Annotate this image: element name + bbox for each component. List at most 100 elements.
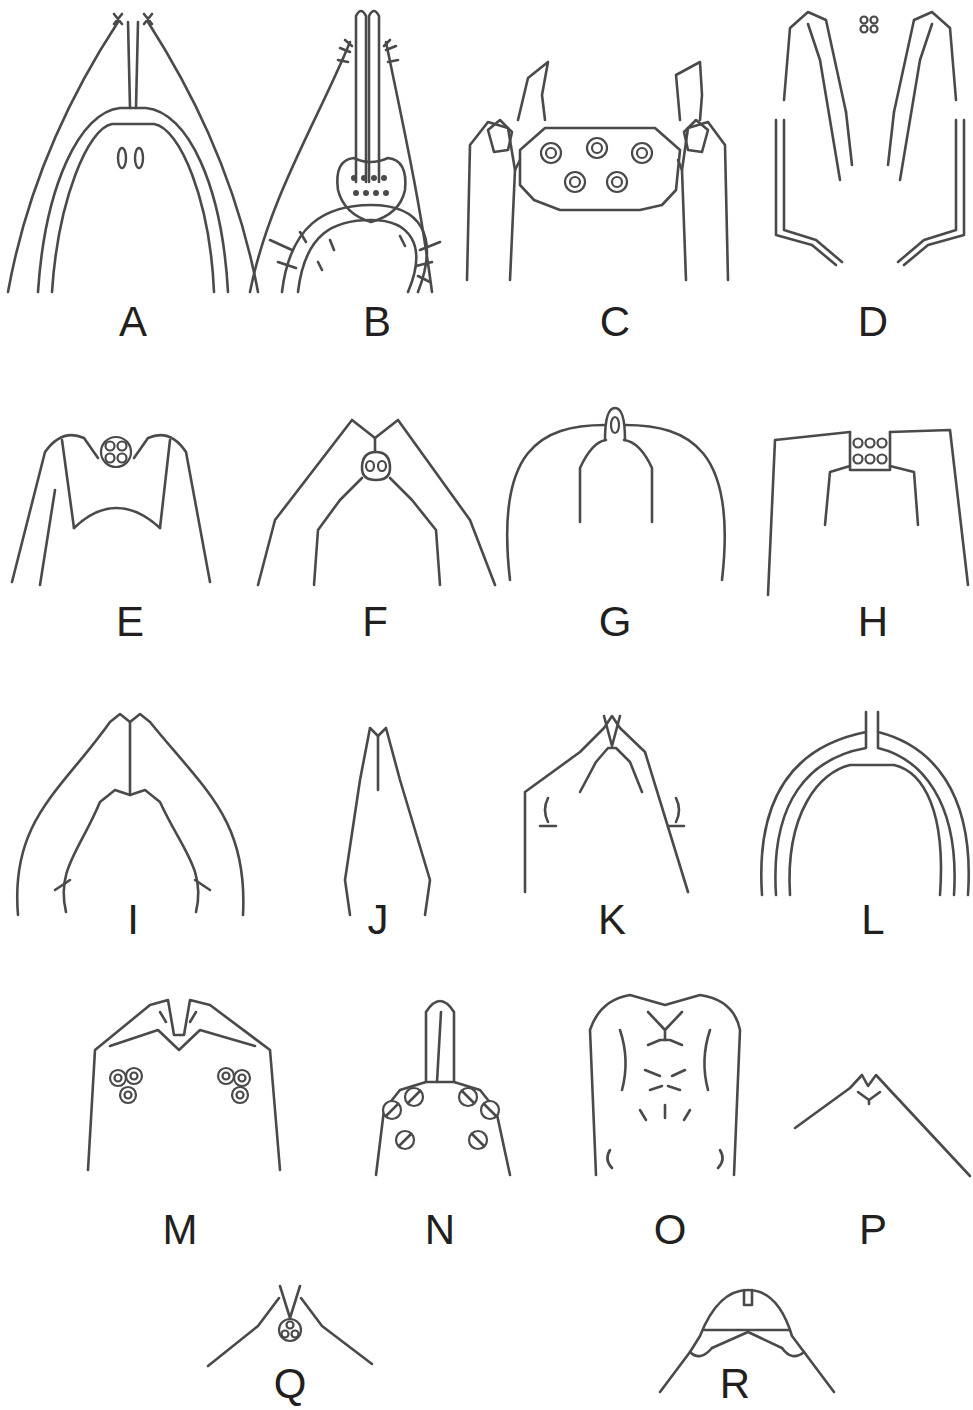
head-drawing-a-part <box>38 108 228 292</box>
head-drawing-k-part <box>604 716 620 746</box>
head-drawing-h-part <box>866 439 875 448</box>
head-drawing-r-part <box>704 1329 790 1332</box>
head-drawing-a-part <box>118 148 126 168</box>
head-drawing-i <box>17 714 243 915</box>
head-drawing-d-part <box>846 112 894 165</box>
head-drawing-o-part <box>620 1030 710 1090</box>
head-drawing-o <box>590 995 740 1175</box>
head-drawing-h-part <box>878 455 887 464</box>
head-drawing-m-part <box>237 1092 244 1099</box>
head-drawing-b-part <box>386 42 432 292</box>
head-drawing-e-part <box>12 435 98 582</box>
head-drawing-i-part <box>17 714 243 915</box>
head-drawing-k <box>525 716 688 892</box>
panel-letter: J <box>368 899 389 941</box>
panel-letter: H <box>858 601 888 643</box>
head-drawing-c-part <box>684 120 708 152</box>
head-drawing-o-part <box>645 1070 685 1090</box>
head-drawing-m-part <box>223 1073 230 1080</box>
head-drawing-a-part <box>148 22 258 292</box>
head-drawing-h-part <box>878 439 887 448</box>
head-drawing-r-part <box>744 1290 752 1305</box>
head-drawing-n-part <box>426 1001 454 1082</box>
head-drawing-n-part <box>472 1134 484 1146</box>
head-drawing-f-part <box>314 478 362 585</box>
head-drawing-d-part <box>861 26 868 33</box>
head-drawing-b-part <box>373 190 379 196</box>
head-drawing-k-part <box>545 798 679 822</box>
head-drawing-m-part <box>125 1092 132 1099</box>
head-drawing-b-part <box>298 220 416 292</box>
head-drawing-c-part <box>592 143 602 153</box>
head-drawing-p <box>795 1075 970 1176</box>
panel-letter: N <box>425 1209 455 1251</box>
head-drawing-b-part <box>383 190 389 196</box>
head-drawing-i-part <box>64 790 199 912</box>
head-drawing-e-part <box>101 437 131 467</box>
panel-letter: M <box>163 1209 198 1251</box>
head-drawing-m-part <box>234 1070 250 1086</box>
head-drawing-o-part <box>648 1012 682 1040</box>
head-drawing-c-part <box>518 62 548 120</box>
head-drawing-a-part <box>135 148 143 168</box>
head-drawing-a-part <box>114 14 152 24</box>
head-drawing-d-part <box>900 24 932 180</box>
head-drawing-c-part <box>541 143 561 163</box>
head-drawing-n-part <box>481 1101 499 1119</box>
head-drawing-q <box>208 1286 372 1366</box>
head-drawing-m-part <box>110 1030 255 1050</box>
head-drawing-m-part <box>115 1075 122 1082</box>
head-drawing-k-part <box>540 825 684 828</box>
head-drawing-g-part <box>580 440 606 522</box>
head-drawing-b-part <box>282 205 427 292</box>
head-drawing-f-part <box>258 420 495 585</box>
head-drawing-f-part <box>378 461 386 471</box>
head-drawing-c-part <box>587 138 607 158</box>
head-drawing-a-part <box>52 124 214 292</box>
head-drawing-i-part <box>55 880 210 890</box>
head-drawing-e-part <box>62 440 74 528</box>
head-drawing-m-part <box>218 1068 234 1084</box>
head-drawing-f-part <box>390 478 440 585</box>
head-drawing-o-part <box>590 995 740 1175</box>
head-drawing-e-part <box>118 454 127 463</box>
head-drawing-c-part <box>570 177 580 187</box>
head-drawing-n-part <box>408 1091 420 1103</box>
head-drawing-e-part <box>106 454 115 463</box>
head-drawing-g-part <box>625 425 725 580</box>
head-drawing-g <box>507 408 725 580</box>
head-drawing-c-part <box>520 128 680 210</box>
head-drawing-h-part <box>768 432 850 595</box>
head-drawing-h-part <box>866 455 875 464</box>
head-drawing-o-part <box>648 1040 682 1045</box>
head-drawing-e-part <box>40 490 55 585</box>
head-drawing-j <box>345 728 430 915</box>
head-drawing-h-part <box>890 466 918 525</box>
panel-letter: R <box>720 1363 750 1405</box>
panel-letter: F <box>362 601 388 643</box>
head-drawing-m-part <box>131 1073 138 1080</box>
head-drawing-n-part <box>386 1104 398 1116</box>
head-drawing-b-part <box>369 11 379 182</box>
head-drawing-q-part <box>279 1319 301 1341</box>
head-drawing-h-part <box>854 439 863 448</box>
head-drawing-b-part <box>353 190 359 196</box>
panel-letter: L <box>861 899 884 941</box>
head-drawing-a-part <box>136 22 138 108</box>
head-drawing-n-part <box>376 1082 510 1175</box>
head-drawing-b-part <box>270 232 440 282</box>
head-drawing-n-part <box>469 1131 487 1149</box>
head-drawing-p-part <box>795 1075 970 1176</box>
head-drawing-l-part <box>790 765 941 895</box>
head-drawing-g-part <box>611 417 619 433</box>
panel-letter: G <box>599 601 632 643</box>
head-drawing-j-part <box>377 736 380 790</box>
head-drawing-g-part <box>605 408 625 440</box>
panel-letter: P <box>859 1209 887 1251</box>
head-drawing-c-part <box>515 160 682 170</box>
head-drawing-d-part <box>784 12 846 112</box>
head-drawing-b-part <box>363 190 369 196</box>
head-drawing-n <box>376 1001 510 1175</box>
